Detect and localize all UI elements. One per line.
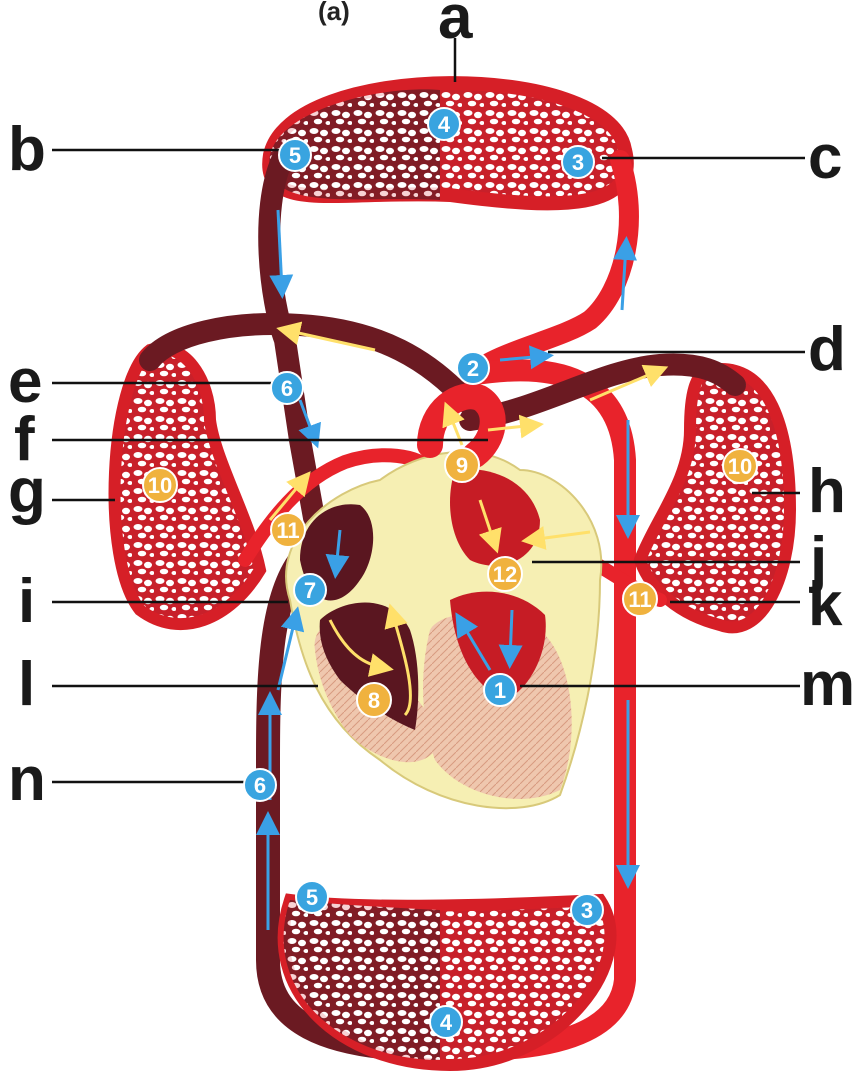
svg-text:12: 12 [493, 562, 517, 587]
right-lung-capillaries [640, 369, 790, 627]
svg-text:6: 6 [254, 773, 266, 798]
badge-2: 2 [457, 352, 489, 384]
label-g: g [8, 457, 46, 526]
label-l: l [18, 650, 35, 719]
label-i: i [18, 567, 35, 636]
label-d: d [808, 315, 846, 384]
badge-11-left: 11 [271, 513, 305, 547]
badge-5-bottom: 5 [296, 881, 328, 913]
svg-text:3: 3 [581, 898, 593, 923]
badge-7: 7 [294, 574, 326, 606]
label-m: m [800, 650, 855, 719]
svg-text:8: 8 [368, 688, 380, 713]
badge-4-top: 4 [428, 108, 460, 140]
svg-text:6: 6 [281, 376, 293, 401]
svg-text:4: 4 [440, 1010, 453, 1035]
left-lung-capillaries [115, 348, 260, 624]
badge-3-bottom: 3 [571, 894, 603, 926]
svg-text:5: 5 [289, 143, 301, 168]
label-k: k [808, 570, 843, 639]
badge-1: 1 [484, 674, 516, 706]
label-a: a [438, 0, 473, 52]
svg-text:3: 3 [572, 150, 584, 175]
svg-text:1: 1 [494, 678, 506, 703]
badge-10-right: 10 [723, 449, 757, 483]
svg-text:10: 10 [728, 454, 752, 479]
badge-3-top: 3 [562, 146, 594, 178]
svg-text:9: 9 [456, 453, 468, 478]
blue-arrow [510, 610, 512, 660]
badge-5-top: 5 [279, 139, 311, 171]
upper-capillary-bed [269, 83, 627, 203]
label-c: c [808, 123, 842, 192]
badge-4-bottom: 4 [430, 1006, 462, 1038]
svg-text:5: 5 [306, 885, 318, 910]
svg-text:7: 7 [304, 578, 316, 603]
svg-text:11: 11 [276, 518, 299, 543]
figure-caption: (a) [318, 0, 350, 26]
badge-6-lower: 6 [244, 769, 276, 801]
badge-10-left: 10 [143, 468, 177, 502]
svg-text:2: 2 [467, 356, 479, 381]
heart [286, 396, 601, 808]
badge-6-upper: 6 [271, 372, 303, 404]
svg-text:11: 11 [628, 587, 651, 612]
badge-12: 12 [488, 557, 522, 591]
svg-text:4: 4 [438, 112, 451, 137]
label-b: b [8, 115, 46, 184]
label-n: n [8, 745, 46, 814]
badge-11-right: 11 [623, 582, 657, 616]
badge-9: 9 [445, 448, 479, 482]
label-h: h [808, 457, 846, 526]
svg-text:10: 10 [148, 473, 172, 498]
badge-8: 8 [357, 683, 391, 717]
